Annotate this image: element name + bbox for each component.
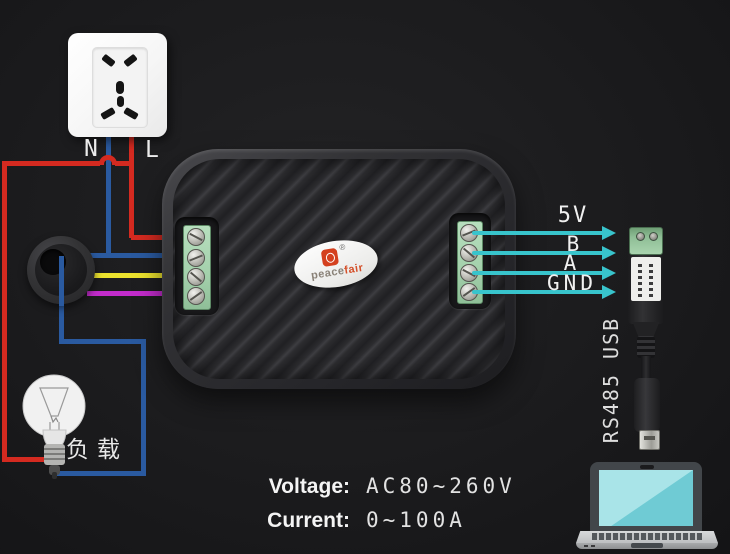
wire-live-to-load (2, 457, 48, 462)
load-bulb (22, 374, 86, 479)
usb-connector-icon (639, 430, 660, 450)
signal-label-5v: 5V (557, 203, 589, 228)
load-label: 负载 (66, 437, 128, 463)
wire-live-drop (129, 114, 134, 238)
rs485-adapter-sticker (631, 257, 661, 301)
webcam-icon (640, 465, 654, 469)
wire-neutral-run2 (141, 339, 146, 476)
signal-line-5v (472, 231, 604, 235)
sticker-text-column (638, 261, 642, 297)
current-value: 0~100A (366, 508, 466, 532)
wire-neutral-drop (106, 114, 111, 258)
rs485-adapter-terminal (629, 227, 663, 255)
rs485-cable (641, 356, 651, 380)
terminal-screw-2 (187, 249, 205, 267)
socket-label-l: L (145, 137, 159, 163)
signal-label-b: B (566, 232, 582, 256)
signal-label-gnd: GND (547, 271, 597, 295)
voltage-row: Voltage: AC80~260V (260, 474, 516, 499)
terminal-screw-1 (187, 228, 205, 246)
laptop-display (599, 470, 693, 526)
socket-slot-middle-2 (117, 96, 124, 107)
signal-line-a (472, 271, 604, 275)
registered-mark: ® (338, 242, 347, 253)
socket-slot-middle-1 (116, 81, 124, 94)
socket-slot-top-left (101, 53, 116, 68)
current-label: Current: (267, 509, 350, 532)
rs485-adapter-neck (632, 322, 660, 338)
wire-neutral-to-load (54, 471, 146, 476)
voltage-value: AC80~260V (366, 474, 516, 498)
laptop-screen-bezel (590, 462, 702, 532)
terminal-screw-4 (187, 287, 205, 305)
wire-ct-yellow (85, 273, 198, 278)
wire-neutral-run1 (59, 339, 146, 344)
wall-socket (68, 33, 167, 137)
arrow-head-b-icon (602, 246, 616, 260)
sticker-text-column (649, 261, 653, 297)
wire-live-branch-b (115, 161, 134, 166)
socket-panel (92, 47, 148, 128)
socket-slot-top-right (123, 53, 138, 68)
voltage-label: Voltage: (268, 475, 350, 498)
socket-label-n: N (84, 136, 98, 162)
laptop-port-icon (591, 545, 595, 547)
laptop-port-icon (584, 545, 588, 547)
energy-meter (162, 149, 516, 389)
peacefair-logo-icon (320, 247, 340, 268)
current-row: Current: 0~100A (260, 508, 516, 533)
socket-slot-bottom-right (123, 106, 139, 121)
laptop-keyboard (592, 533, 702, 540)
laptop-touchpad (631, 543, 663, 548)
wire-neutral-to-terminal2 (59, 253, 198, 258)
wire-live-side-run (2, 161, 7, 460)
wire-live-branch-a (2, 161, 100, 166)
specs-block: Voltage: AC80~260V Current: 0~100A (260, 474, 516, 542)
wire-live-crossover-hop (99, 155, 117, 165)
terminal-screw-3 (187, 268, 205, 286)
usb-plug-body (634, 378, 660, 432)
signal-label-a: A (563, 251, 579, 275)
adapter-screw-icon (636, 232, 645, 241)
rs485-usb-label: RS485 USB (599, 316, 623, 444)
wire-neutral-in-ct-hole (59, 256, 64, 306)
signal-line-b (472, 251, 604, 255)
socket-slot-bottom-left (100, 106, 116, 121)
rs485-cable-ribs (637, 336, 655, 358)
arrow-head-gnd-icon (602, 285, 616, 299)
wire-ct-magenta (87, 291, 198, 296)
arrow-head-5v-icon (602, 226, 616, 240)
signal-line-gnd (472, 290, 604, 294)
arrow-head-a-icon (602, 266, 616, 280)
adapter-screw-icon (649, 232, 658, 241)
